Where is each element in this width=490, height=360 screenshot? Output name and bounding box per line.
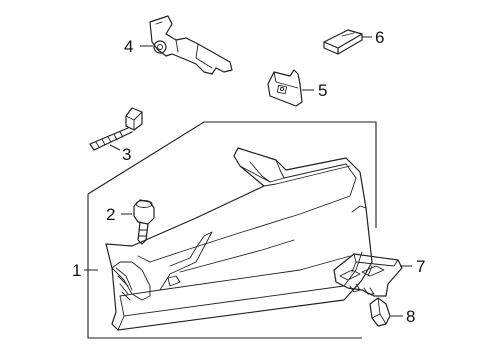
callout-2: 2 bbox=[106, 205, 115, 224]
callout-3: 3 bbox=[122, 145, 131, 164]
assembly-frame bbox=[87, 121, 377, 339]
part-3-bolt[interactable] bbox=[89, 107, 143, 151]
part-4-damper-bracket[interactable] bbox=[149, 15, 233, 75]
callout-7: 7 bbox=[416, 257, 425, 276]
part-6-pad[interactable] bbox=[323, 29, 363, 55]
callout-6: 6 bbox=[375, 28, 384, 47]
part-5-clip-bracket[interactable] bbox=[267, 69, 303, 107]
part-2-bumper-stop[interactable] bbox=[133, 199, 155, 245]
part-8-clip[interactable] bbox=[369, 297, 391, 327]
leader-3 bbox=[109, 144, 121, 151]
callout-1: 1 bbox=[72, 261, 81, 280]
callout-5: 5 bbox=[318, 81, 327, 100]
part-7-latch-housing[interactable] bbox=[333, 253, 403, 297]
part-1-glove-box-assembly[interactable] bbox=[105, 147, 373, 331]
callout-8: 8 bbox=[406, 307, 415, 326]
callout-4: 4 bbox=[124, 37, 133, 56]
